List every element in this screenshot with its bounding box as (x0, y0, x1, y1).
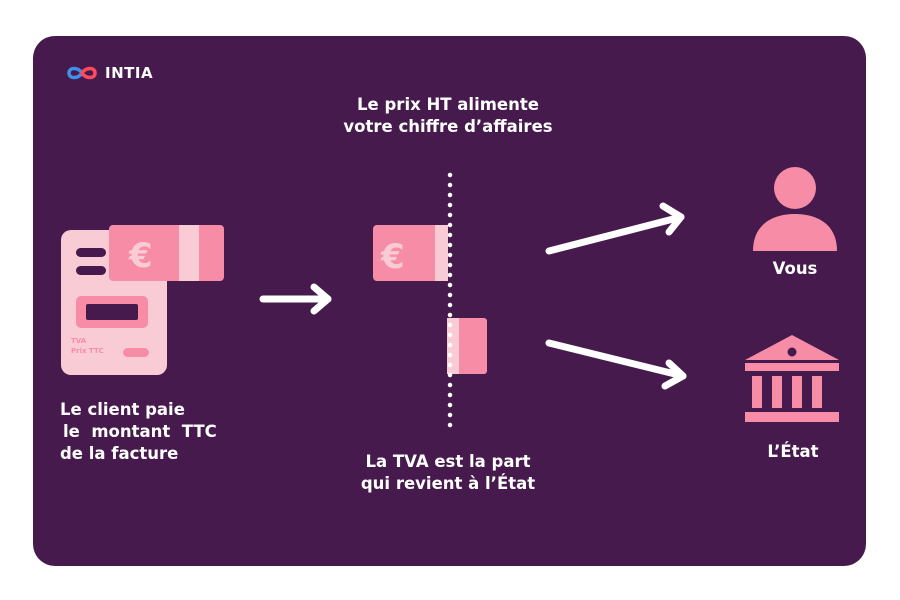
tva-caption: La TVA est la part qui revient à l’État (333, 451, 563, 495)
client-caption-line2: le montant TTC (63, 422, 217, 441)
client-caption-line1: Le client paie (60, 400, 185, 419)
etat-label: L’État (767, 442, 819, 461)
client-caption-line3: de la facture (60, 444, 179, 463)
person-icon (753, 167, 837, 251)
bank-building-icon (745, 335, 839, 422)
vous-label: Vous (772, 259, 818, 278)
client-caption: Le client paie le montant TTC de la fact… (60, 399, 217, 465)
euro-banknote-icon: € (373, 225, 448, 281)
euro-banknote-icon: € (109, 225, 224, 281)
tva-caption-line1: La TVA est la part (365, 452, 531, 471)
arrow-right-icon (545, 339, 687, 390)
ht-caption-line2: votre chiffre d’affaires (343, 117, 553, 136)
tva-banknote-part (447, 318, 487, 374)
arrow-right-icon (259, 283, 332, 315)
brand-name: INTIA (105, 64, 154, 82)
terminal-label-tva: TVA (71, 337, 87, 345)
tva-caption-line2: qui revient à l’État (360, 474, 536, 493)
arrow-right-icon (545, 202, 685, 255)
infographic-card: INTIA TVA Prix TTC € € (33, 36, 866, 566)
brand-logo: INTIA (65, 64, 153, 82)
flow-diagram: TVA Prix TTC € € (61, 167, 839, 431)
euro-symbol: € (128, 236, 153, 276)
ht-caption-line1: Le prix HT alimente (357, 95, 539, 114)
euro-symbol: € (380, 237, 405, 277)
ht-caption: Le prix HT alimente votre chiffre d’affa… (313, 94, 583, 138)
terminal-label-ttc: Prix TTC (71, 347, 104, 355)
infinity-logo-icon (67, 66, 97, 80)
